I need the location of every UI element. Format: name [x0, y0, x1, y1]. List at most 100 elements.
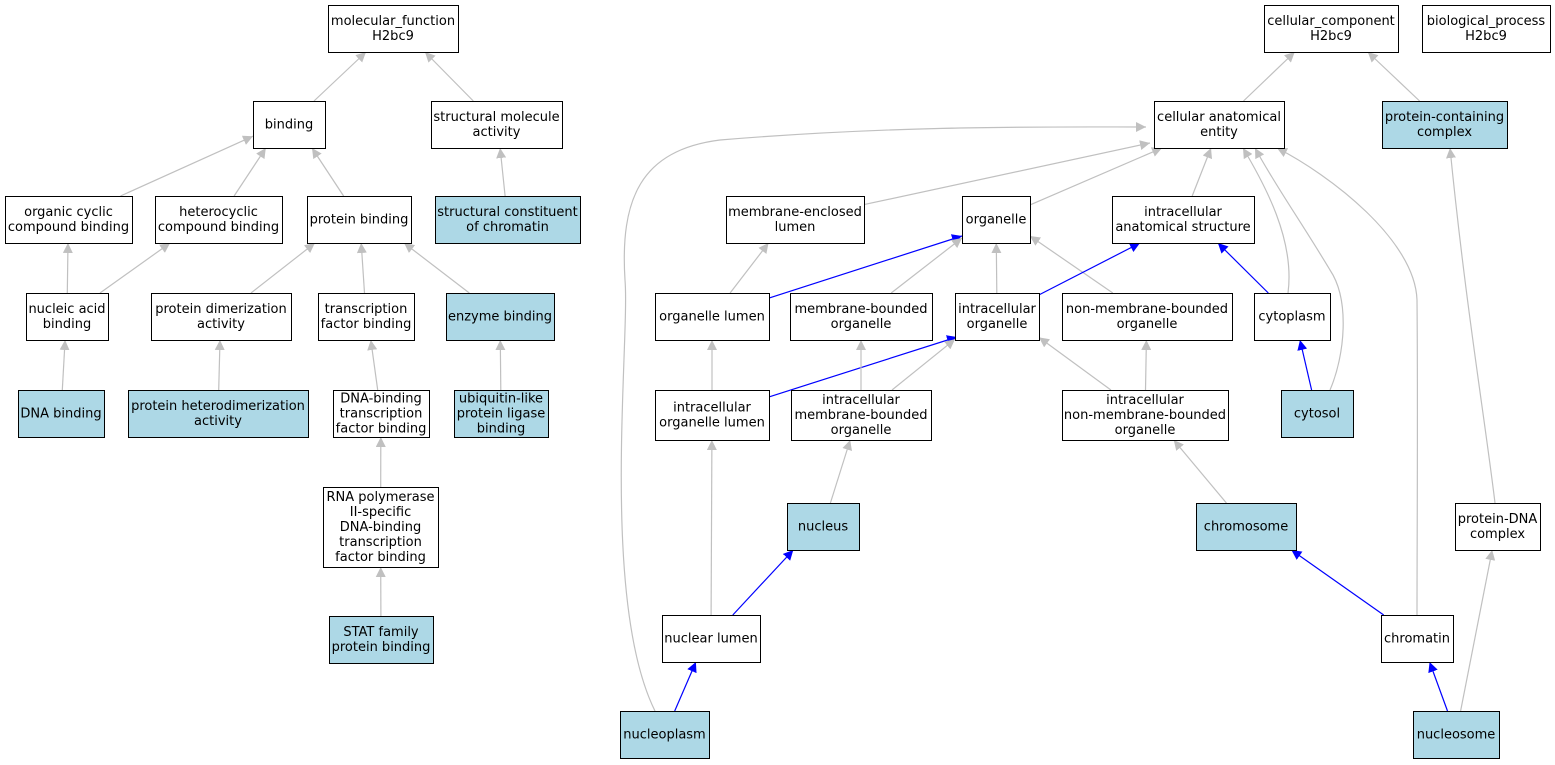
edge-protdimer-to-protbinding — [250, 242, 316, 294]
node-label-line: biological_process — [1427, 14, 1546, 29]
edge-nmbo-to-organelle — [1029, 235, 1114, 294]
edge-nucleus-to-imbo — [829, 439, 852, 504]
node-organelle: organelle — [962, 196, 1031, 244]
edge-cytosol-to-cytoplasm — [1297, 339, 1313, 391]
edge-nuclumen-to-iol — [706, 439, 717, 616]
node-box — [1062, 390, 1229, 441]
node-label-line: non-membrane-bounded — [1064, 408, 1226, 423]
edge-mbo-to-organelle — [890, 237, 963, 294]
node-label-line: molecular_function — [331, 14, 455, 29]
node-box — [151, 293, 292, 341]
node-label-line: H2bc9 — [372, 29, 414, 44]
edge-nucleic-to-heterocyclic — [99, 242, 171, 294]
edge-dnabinding-to-nucleic — [59, 339, 70, 391]
node-label-line: H2bc9 — [1465, 29, 1507, 44]
node-box — [26, 293, 109, 341]
node-label-line: membrane-bounded — [794, 408, 927, 423]
node-label-line: cytoplasm — [1258, 310, 1325, 325]
node-box — [1413, 711, 1500, 759]
node-label-line: entity — [1200, 125, 1238, 140]
node-box — [446, 293, 555, 341]
node-label-line: intracellular — [1144, 205, 1222, 220]
edge-nucleoplasm-to-cae — [620, 121, 1147, 712]
node-label-line: II-specific — [350, 505, 411, 520]
node-box — [307, 196, 412, 244]
node-box — [454, 390, 549, 438]
node-box — [5, 196, 133, 244]
edge-ias-to-cae — [1191, 147, 1213, 197]
node-box — [431, 101, 563, 149]
node-label-line: organelle lumen — [659, 416, 765, 431]
node-label-line: cellular anatomical — [1157, 110, 1281, 125]
node-label-line: protein binding — [332, 640, 431, 655]
edge-orgcyclic-to-binding — [120, 135, 254, 197]
node-label-line: nucleosome — [1417, 728, 1496, 743]
edge-enzyme-to-protbinding — [403, 242, 470, 294]
node-box — [662, 615, 761, 663]
node-box — [328, 5, 459, 53]
node-orglumen: organelle lumen — [655, 293, 770, 341]
node-box — [329, 616, 434, 664]
edge-io-to-organelle — [991, 242, 1002, 294]
node-label-line: organelle lumen — [659, 310, 765, 325]
edge-inmbo-to-io — [1038, 336, 1112, 391]
node-box — [318, 293, 415, 341]
edge-imbo-to-io — [891, 338, 956, 391]
node-label-line: nucleus — [798, 520, 848, 535]
node-box — [1154, 101, 1285, 149]
node-label-line: complex — [1417, 125, 1472, 140]
node-label-line: structural constituent — [437, 205, 578, 220]
node-label-line: protein-containing — [1385, 110, 1504, 125]
node-box — [955, 293, 1040, 341]
node-box — [1422, 5, 1551, 53]
edge-structchrom-to-structmol — [496, 147, 507, 197]
node-box — [655, 293, 770, 341]
edge-cae-to-cc — [1243, 51, 1296, 102]
node-dnabinding: DNA binding — [18, 390, 105, 438]
node-label-line: chromatin — [1384, 632, 1450, 647]
edge-chromosome-to-inmbo — [1173, 439, 1227, 504]
node-binding: binding — [253, 101, 326, 149]
edge-protheterodimer-to-protdimer — [214, 339, 225, 391]
edge-nuclumen-to-nucleus — [732, 549, 794, 616]
node-label-line: organelle — [831, 317, 892, 332]
node-label-line: transcription — [325, 302, 408, 317]
edge-inmbo-to-nmbo — [1141, 339, 1152, 391]
node-label-line: factor binding — [335, 550, 426, 565]
edge-chromatin-to-cae — [1276, 147, 1419, 616]
node-box — [253, 101, 326, 149]
edge-layer — [59, 51, 1496, 712]
node-label-line: organelle — [831, 423, 892, 438]
node-label-line: compound binding — [8, 220, 129, 235]
node-rnapol: RNA polymeraseII-specificDNA-bindingtran… — [323, 487, 439, 568]
node-box — [333, 390, 430, 438]
node-inmbo: intracellularnon-membrane-boundedorganel… — [1062, 390, 1229, 441]
node-label-line: binding — [43, 317, 91, 332]
node-box — [791, 390, 932, 441]
node-nucleoplasm: nucleoplasm — [620, 711, 710, 759]
node-label-line: ubiquitin-like — [459, 392, 543, 407]
node-label-line: DNA-binding — [340, 520, 422, 535]
edge-structmol-to-mf — [424, 51, 474, 102]
node-box — [655, 390, 770, 441]
node-label-line: organelle — [966, 213, 1027, 228]
node-box — [962, 196, 1031, 244]
node-label-line: intracellular — [822, 393, 900, 408]
node-label-line: cellular_component — [1267, 14, 1395, 29]
node-label-line: nuclear lumen — [664, 632, 757, 647]
edge-organelle-to-cae — [1029, 147, 1163, 206]
node-chromatin: chromatin — [1381, 615, 1454, 663]
